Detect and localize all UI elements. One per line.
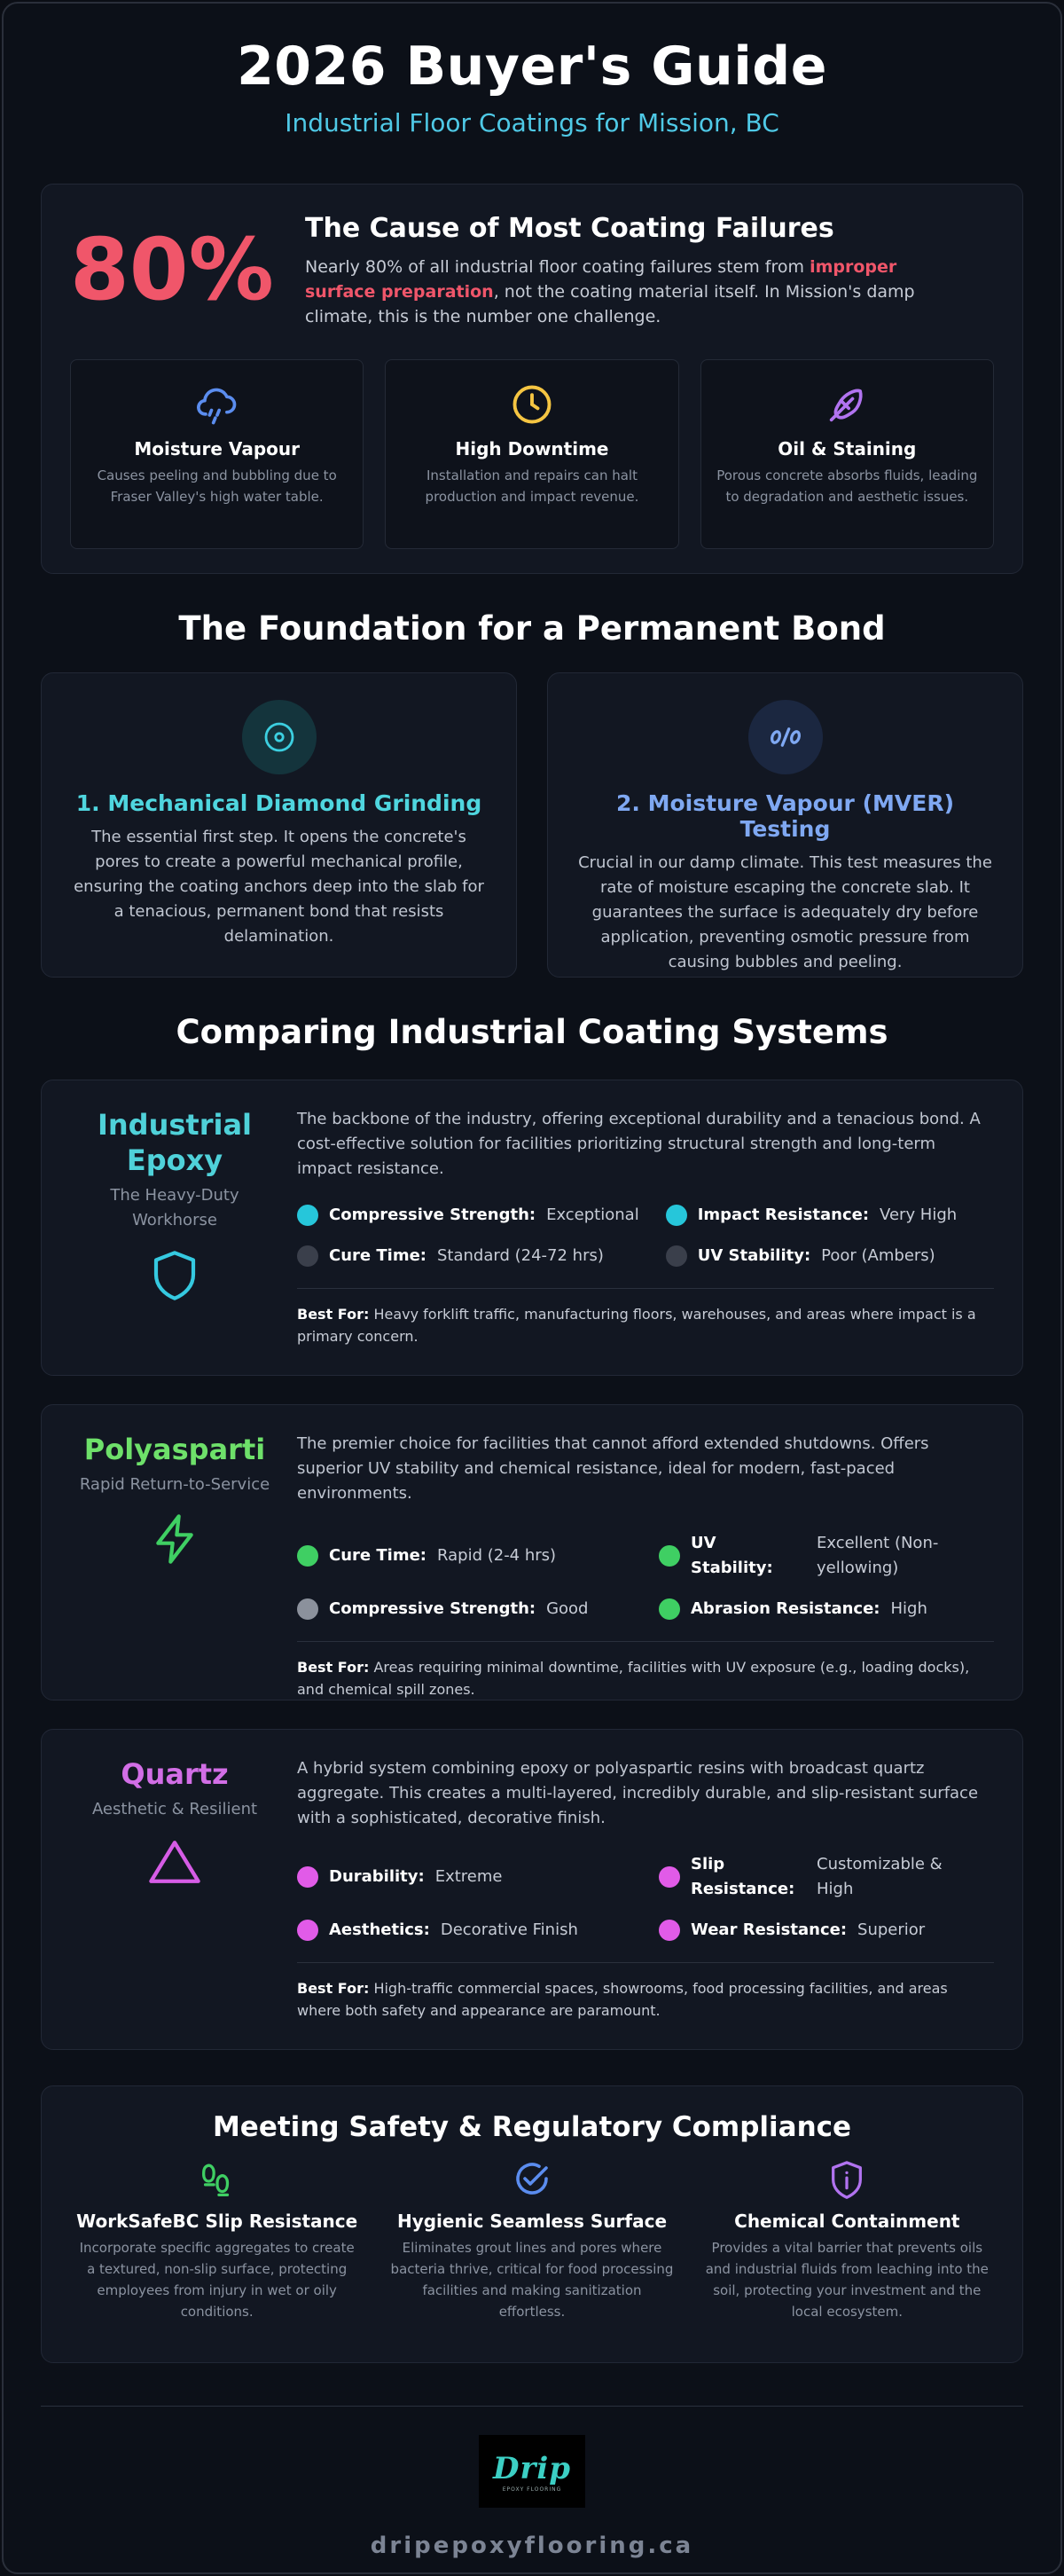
system-name: Industrial Epoxy — [97, 1108, 253, 1177]
shield-info-icon — [704, 2159, 990, 2205]
safety-slip-resistance: WorkSafeBC Slip Resistance Incorporate s… — [59, 2159, 374, 2322]
website-url[interactable]: dripepoxyflooring.ca — [370, 2533, 694, 2559]
cause-text: Nearly 80% of all industrial floor coati… — [305, 257, 915, 326]
clock-icon — [386, 381, 677, 428]
drip-logo: Drip EPOXY FLOORING — [479, 2435, 585, 2508]
property-compressive-strength: Compressive Strength:Good — [297, 1597, 632, 1622]
systems-heading: Comparing Industrial Coating Systems — [176, 1013, 888, 1051]
best-for: Best For: High-traffic commercial spaces… — [297, 1962, 994, 2022]
droplet-slash-icon — [701, 381, 993, 428]
property-uv-stability: UV Stability:Poor (Ambers) — [665, 1244, 994, 1268]
property-wear-resistance: Wear Resistance:Superior — [659, 1918, 994, 1943]
property-abrasion-resistance: Abrasion Resistance:High — [659, 1597, 994, 1622]
shield-icon — [70, 1247, 279, 1304]
safety-heading: Meeting Safety & Regulatory Compliance — [212, 2111, 852, 2143]
safety-compliance-section: Meeting Safety & Regulatory Compliance W… — [41, 2085, 1023, 2363]
foundation-heading: The Foundation for a Permanent Bond — [178, 609, 886, 648]
system-tagline: The Heavy-Duty Workhorse — [110, 1186, 239, 1229]
mver-testing-card: 2. Moisture Vapour (MVER) Testing Crucia… — [547, 672, 1023, 978]
system-tagline: Rapid Return-to-Service — [79, 1475, 270, 1494]
system-tagline: Aesthetic & Resilient — [91, 1800, 258, 1818]
property-compressive-strength: Compressive Strength:Exceptional — [297, 1203, 639, 1228]
system-description: The backbone of the industry, offering e… — [297, 1110, 981, 1178]
system-name: Polyasparti — [83, 1433, 266, 1466]
check-badge-icon — [388, 2159, 675, 2205]
footer-divider — [41, 2406, 1023, 2407]
safety-hygienic-surface: Hygienic Seamless Surface Eliminates gro… — [374, 2159, 689, 2322]
challenge-oil-staining: Oil & Staining Porous concrete absorbs f… — [700, 359, 994, 549]
cause-heading: The Cause of Most Coating Failures — [305, 213, 834, 244]
disc-icon — [241, 700, 317, 774]
failure-percent: 80% — [70, 220, 274, 319]
triangle-icon — [70, 1836, 279, 1888]
diamond-grinding-card: 1. Mechanical Diamond Grinding The essen… — [41, 672, 517, 978]
property-impact-resistance: Impact Resistance:Very High — [665, 1203, 994, 1228]
property-cure-time: Cure Time:Rapid (2-4 hrs) — [297, 1531, 632, 1581]
system-quartz: Quartz Aesthetic & Resilient A hybrid sy… — [41, 1729, 1023, 2050]
page-subtitle: Industrial Floor Coatings for Mission, B… — [285, 108, 779, 137]
system-industrial-epoxy: Industrial Epoxy The Heavy-Duty Workhors… — [41, 1080, 1023, 1376]
best-for: Best For: Areas requiring minimal downti… — [297, 1641, 994, 1700]
property-cure-time: Cure Time:Standard (24-72 hrs) — [297, 1244, 639, 1268]
percent-icon — [747, 700, 823, 774]
lightning-icon — [70, 1512, 279, 1567]
system-description: A hybrid system combining epoxy or polya… — [297, 1759, 979, 1827]
property-aesthetics: Aesthetics:Decorative Finish — [297, 1918, 632, 1943]
property-durability: Durability:Extreme — [297, 1852, 632, 1902]
property-slip-resistance: Slip Resistance:Customizable & High — [659, 1852, 994, 1902]
system-name: Quartz — [121, 1757, 229, 1791]
page-title: 2026 Buyer's Guide — [237, 35, 827, 98]
property-uv-stability: UV Stability:Excellent (Non-yellowing) — [659, 1531, 994, 1581]
cause-highlight: improper surface preparation — [305, 257, 897, 302]
system-description: The premier choice for facilities that c… — [297, 1434, 929, 1503]
best-for: Best For: Heavy forklift traffic, manufa… — [297, 1288, 994, 1347]
challenge-moisture-vapour: Moisture Vapour Causes peeling and bubbl… — [70, 359, 364, 549]
coating-failure-section: 80% The Cause of Most Coating Failures N… — [41, 184, 1023, 574]
footprint-icon — [74, 2159, 360, 2205]
challenge-high-downtime: High Downtime Installation and repairs c… — [385, 359, 679, 549]
system-polyaspartic: Polyasparti Rapid Return-to-Service The … — [41, 1404, 1023, 1700]
cloud-drizzle-icon — [71, 381, 363, 428]
safety-chemical-containment: Chemical Containment Provides a vital ba… — [690, 2159, 1005, 2322]
